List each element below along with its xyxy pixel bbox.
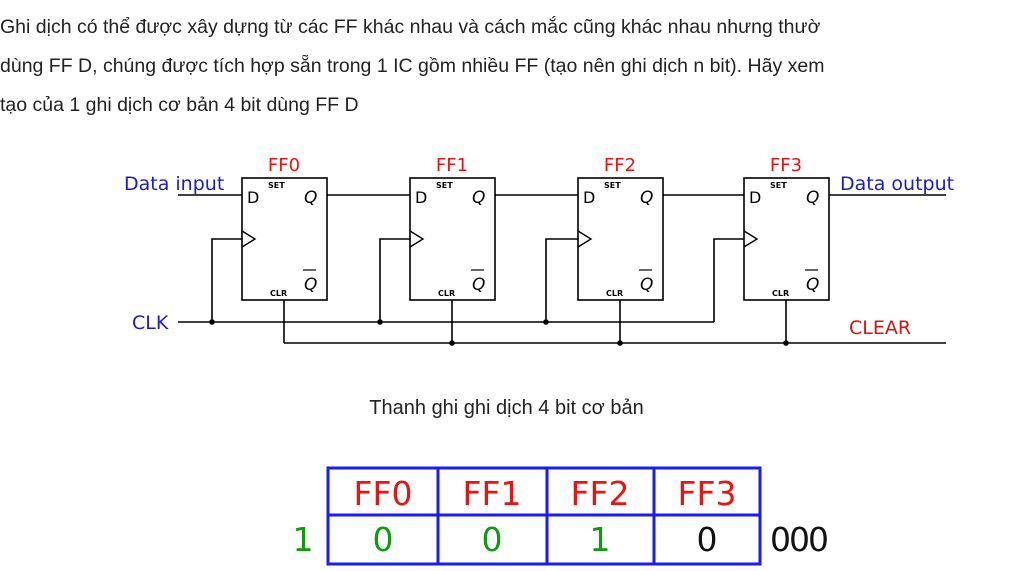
ff0-qbar-pin: Q	[304, 275, 317, 295]
ff0-label: FF0	[268, 155, 300, 176]
intro-line-3: tạo của 1 ghi dịch cơ bản 4 bit dùng FF …	[0, 94, 359, 116]
flipflop-ff3: FF3 D SET Q Q CLR	[743, 155, 830, 301]
ff1-d-pin: D	[415, 188, 427, 207]
diagram-caption: Thanh ghi ghi dịch 4 bit cơ bản	[369, 397, 644, 419]
ff1-qbar-pin: Q	[472, 275, 485, 295]
register-value-ff0: 0	[373, 520, 394, 559]
register-remaining-bits: 000	[770, 520, 827, 559]
ff3-clr-pin: CLR	[772, 289, 789, 298]
ff0-set-pin: SET	[268, 181, 285, 190]
register-header-ff1: FF1	[463, 474, 522, 513]
ff3-qbar-pin: Q	[806, 275, 819, 295]
ff0-d-pin: D	[247, 188, 259, 207]
register-value-ff3: 0	[697, 520, 718, 559]
ff2-q-pin: Q	[640, 188, 653, 208]
intro-line-2: dùng FF D, chúng được tích hợp sẵn trong…	[0, 55, 825, 77]
register-header-ff0: FF0	[354, 474, 413, 513]
ff2-clr-pin: CLR	[606, 289, 623, 298]
register-header-ff3: FF3	[678, 474, 737, 513]
flipflop-ff0: FF0 D SET Q Q CLR	[241, 155, 328, 301]
ff0-q-pin: Q	[304, 188, 317, 208]
register-value-ff1: 0	[482, 520, 503, 559]
intro-paragraph: Ghi dịch có thể được xây dựng từ các FF …	[0, 8, 1013, 125]
junction-dots	[209, 319, 789, 346]
ff0-clr-pin: CLR	[270, 289, 287, 298]
ff2-label: FF2	[604, 155, 636, 176]
flipflop-ff2: FF2 D SET Q Q CLR	[577, 155, 664, 301]
ff1-set-pin: SET	[436, 181, 453, 190]
wires	[178, 194, 946, 344]
data-input-label: Data input	[124, 173, 224, 195]
ff2-qbar-pin: Q	[640, 275, 653, 295]
ff1-label: FF1	[436, 155, 468, 176]
flipflop-ff1: FF1 D SET Q Q CLR	[409, 155, 496, 301]
ff3-set-pin: SET	[770, 181, 787, 190]
ff1-q-pin: Q	[472, 188, 485, 208]
clk-label: CLK	[132, 312, 169, 334]
ff2-set-pin: SET	[604, 181, 621, 190]
register-input-bit: 1	[293, 520, 314, 559]
clear-label: CLEAR	[849, 317, 911, 339]
ff1-clr-pin: CLR	[438, 289, 455, 298]
ff3-q-pin: Q	[806, 188, 819, 208]
register-value-ff2: 1	[590, 520, 611, 559]
register-header-ff2: FF2	[571, 474, 630, 513]
data-output-label: Data output	[840, 173, 954, 195]
ff2-d-pin: D	[583, 188, 595, 207]
ff3-d-pin: D	[749, 188, 761, 207]
intro-line-1: Ghi dịch có thể được xây dựng từ các FF …	[0, 16, 821, 38]
ff3-label: FF3	[770, 155, 802, 176]
shift-register-circuit: FF0 D SET Q Q CLR FF1 D SET Q Q CLR FF2 …	[124, 155, 954, 346]
